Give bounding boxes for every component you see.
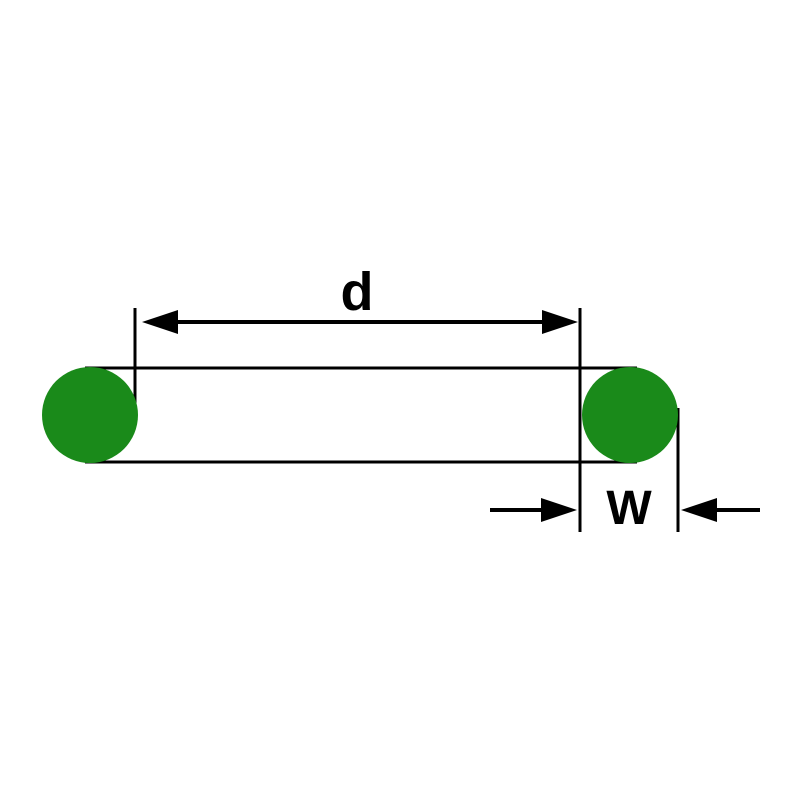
oring-cross-section-left bbox=[42, 367, 138, 463]
oring-cross-section-right bbox=[582, 367, 678, 463]
dimension-w-left-arrowhead-icon bbox=[541, 498, 577, 522]
dimension-d-label: d bbox=[341, 262, 374, 322]
dimension-w-right-arrowhead-icon bbox=[681, 498, 717, 522]
dimension-w-label: W bbox=[606, 482, 652, 535]
dimension-d-left-arrowhead-icon bbox=[142, 310, 178, 334]
dimension-d-right-arrowhead-icon bbox=[542, 310, 578, 334]
arrowheads bbox=[142, 310, 717, 522]
